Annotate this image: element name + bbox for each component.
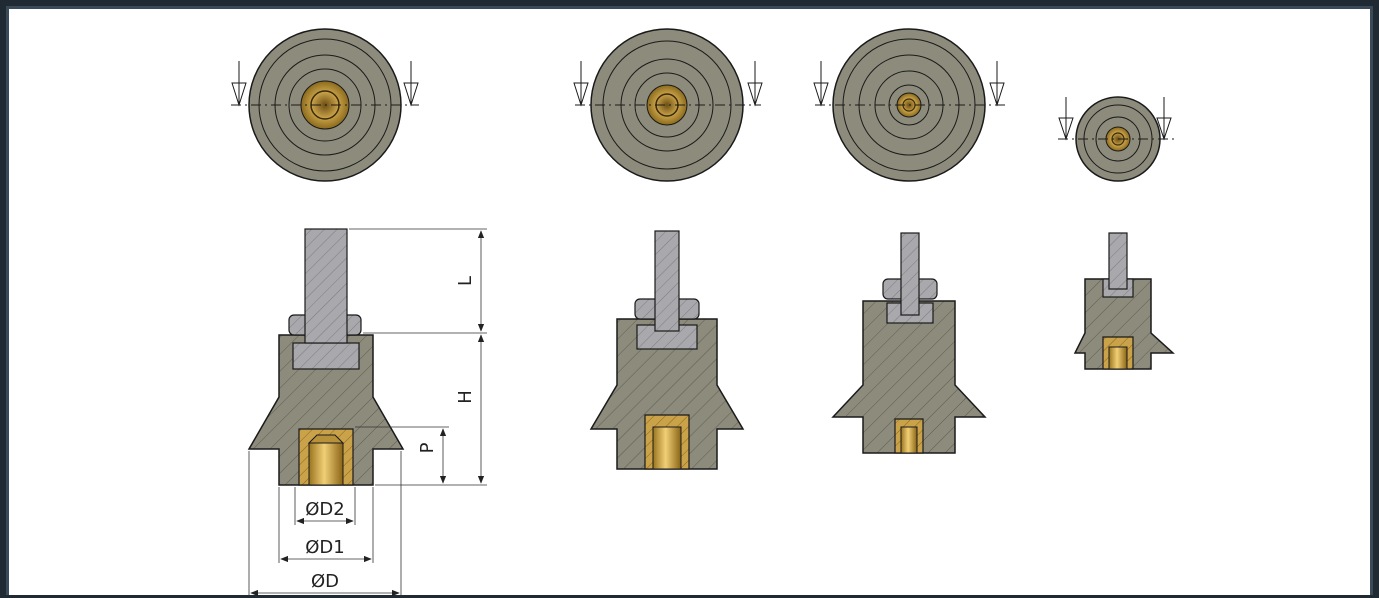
label-D: ØD bbox=[311, 571, 339, 592]
dimensions bbox=[248, 228, 487, 597]
drawing-frame: L H P ØD2 ØD1 ØD bbox=[6, 6, 1373, 597]
label-H: H bbox=[455, 390, 476, 404]
top-view-2 bbox=[573, 28, 763, 182]
top-view-1 bbox=[231, 28, 419, 182]
section-view-3 bbox=[831, 232, 987, 454]
label-D1: ØD1 bbox=[305, 537, 344, 558]
technical-drawing: L H P ØD2 ØD1 ØD bbox=[231, 28, 1178, 597]
top-view-4 bbox=[1058, 96, 1178, 182]
section-view-1 bbox=[247, 228, 405, 486]
label-P: P bbox=[417, 442, 438, 453]
label-D2: ØD2 bbox=[305, 499, 344, 520]
label-L: L bbox=[455, 276, 476, 286]
top-view-3 bbox=[813, 28, 1005, 182]
section-view-4 bbox=[1073, 232, 1175, 370]
section-view-2 bbox=[589, 230, 745, 470]
